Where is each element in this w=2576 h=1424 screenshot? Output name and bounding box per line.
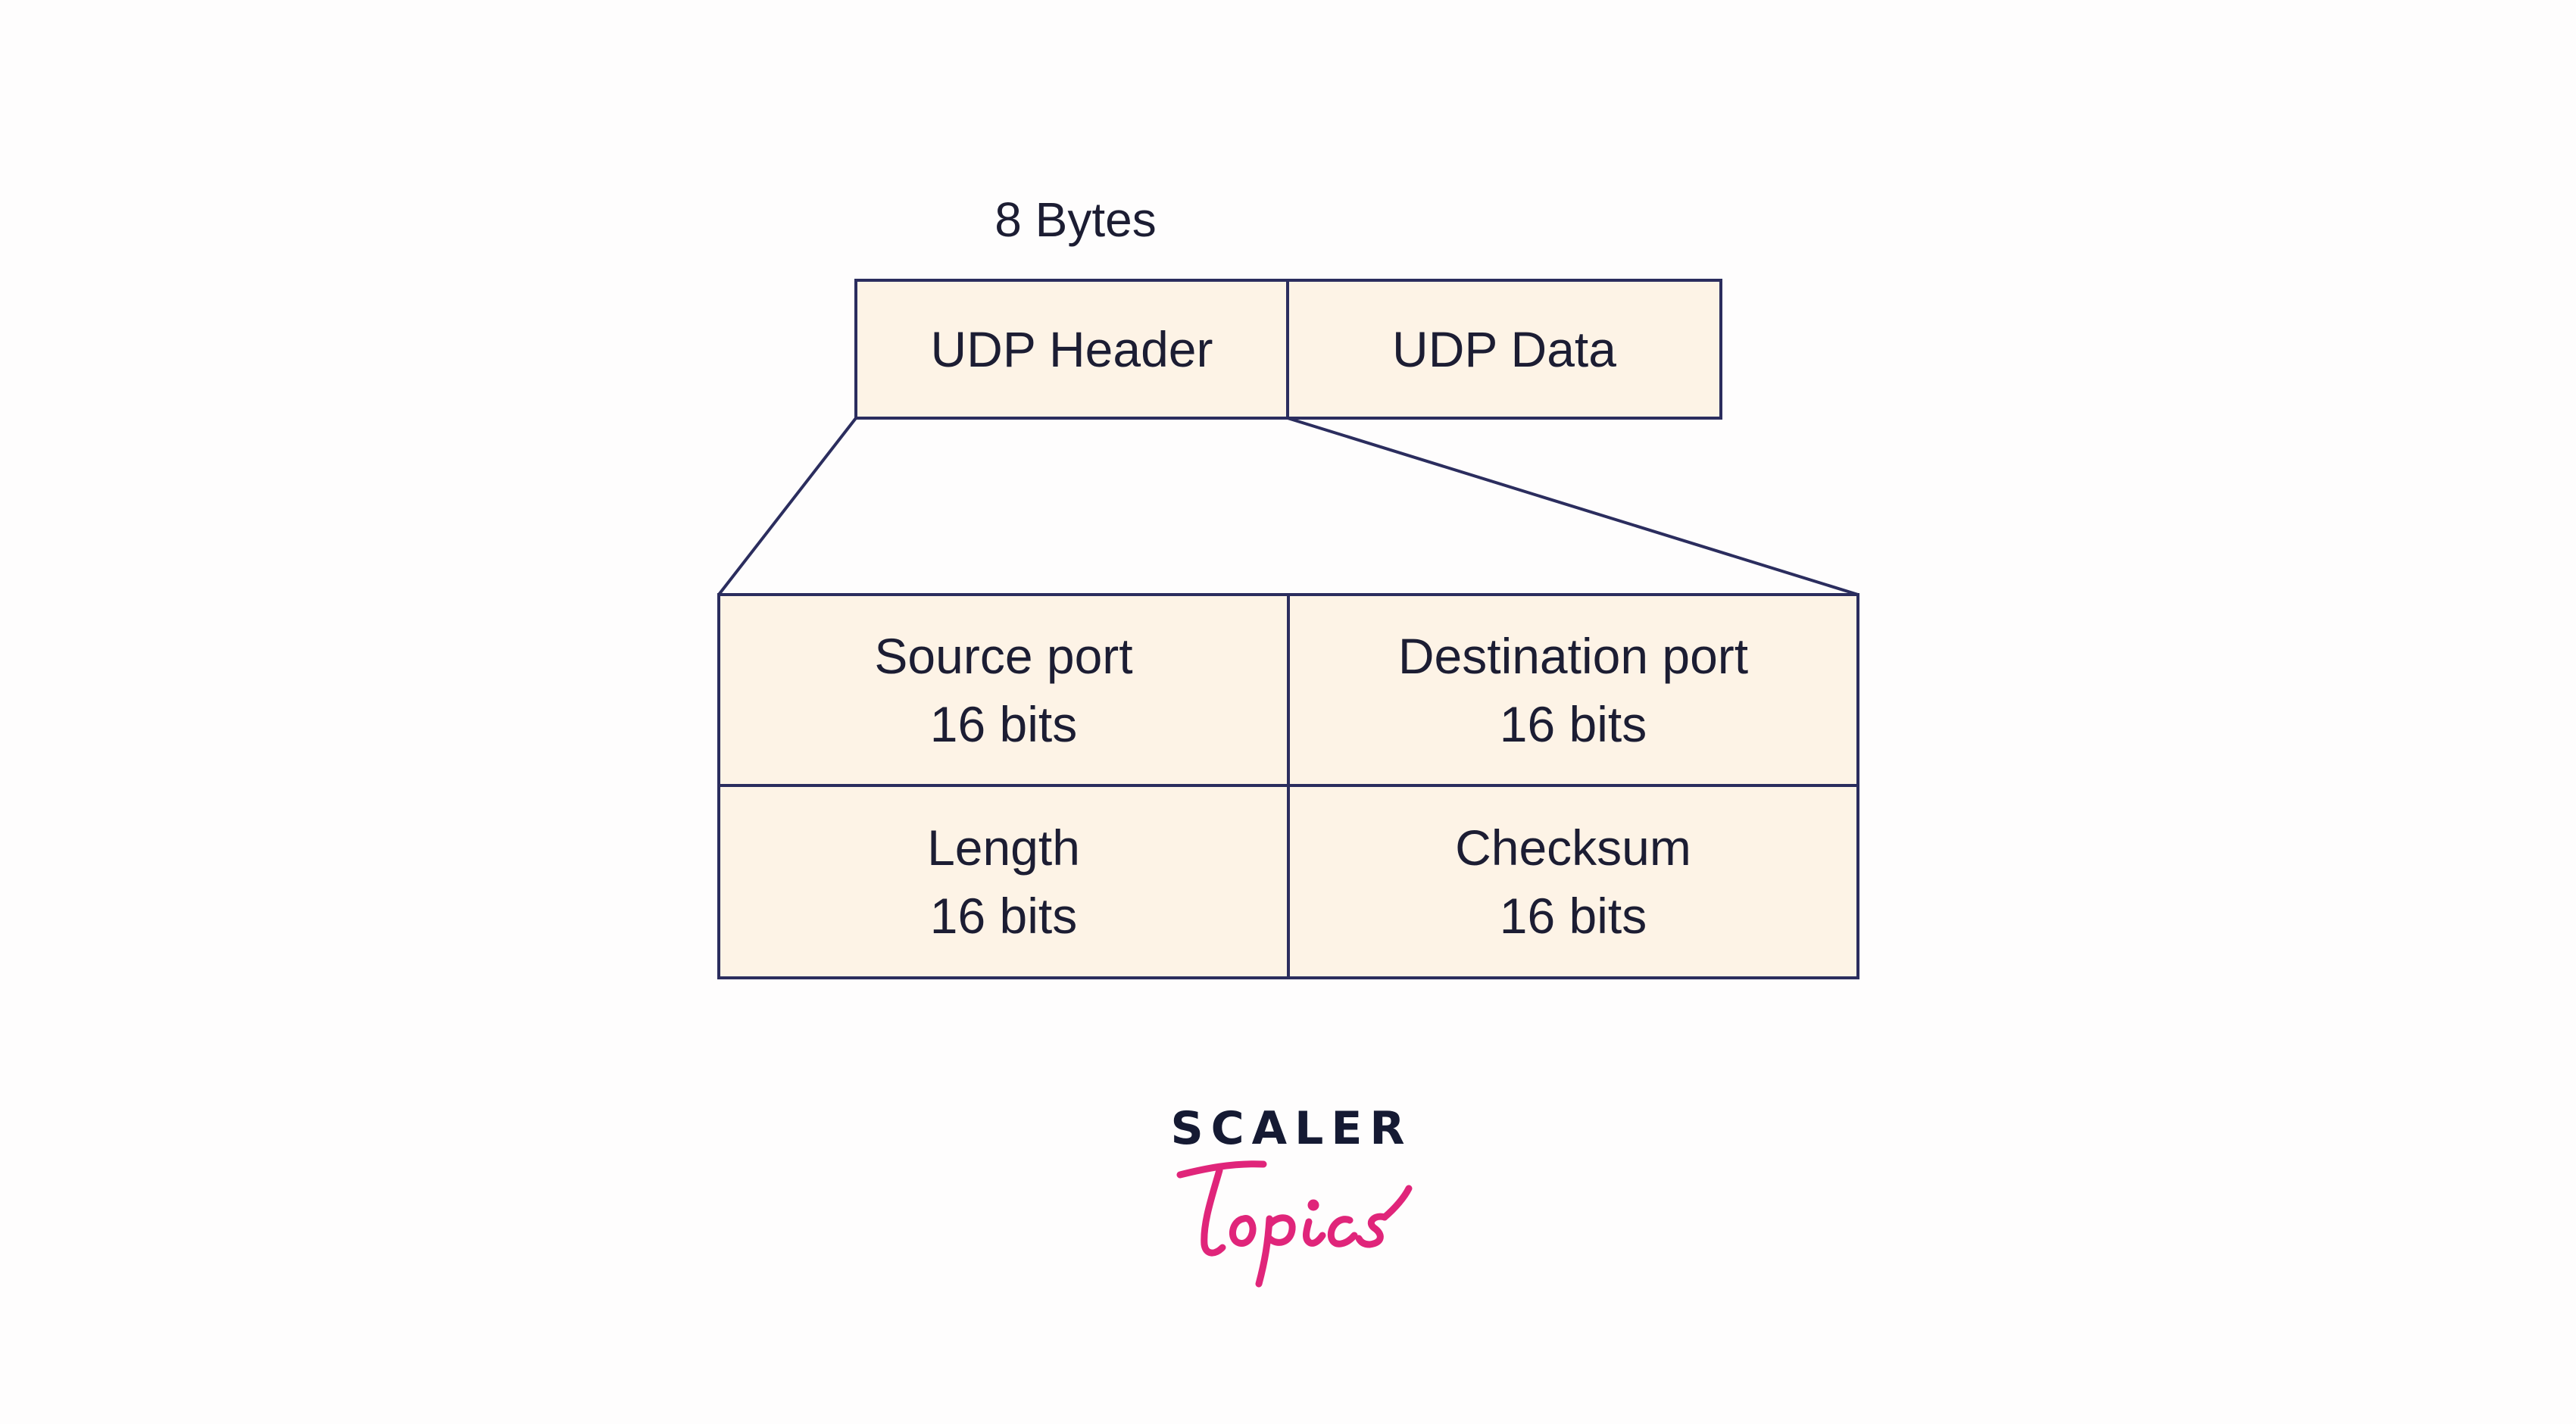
- source-port-field: Source port 16 bits: [717, 593, 1290, 787]
- field-size: 16 bits: [1499, 696, 1647, 752]
- length-field: Length 16 bits: [717, 784, 1290, 979]
- connector-right-line: [1287, 417, 1859, 596]
- checksum-field: Checksum 16 bits: [1287, 784, 1859, 979]
- field-size: 16 bits: [1499, 888, 1647, 944]
- destination-port-field: Destination port 16 bits: [1287, 593, 1859, 787]
- field-name: Source port: [874, 628, 1133, 684]
- logo-script-topics: [1176, 1160, 1413, 1288]
- udp-data-box: UDP Data: [1286, 279, 1722, 420]
- field-name: Checksum: [1455, 820, 1691, 876]
- connector-left-line: [717, 417, 857, 596]
- udp-header-box: UDP Header: [854, 279, 1289, 420]
- logo-wordmark: SCALER: [1170, 1102, 1413, 1155]
- udp-header-label: UDP Header: [930, 321, 1213, 377]
- field-size: 16 bits: [929, 888, 1078, 944]
- field-size: 16 bits: [929, 696, 1078, 752]
- field-name: Length: [927, 820, 1080, 876]
- field-name: Destination port: [1397, 628, 1749, 684]
- scaler-topics-logo: SCALER: [1166, 1102, 1416, 1291]
- udp-data-label: UDP Data: [1392, 321, 1616, 377]
- header-size-label: 8 Bytes: [994, 192, 1157, 247]
